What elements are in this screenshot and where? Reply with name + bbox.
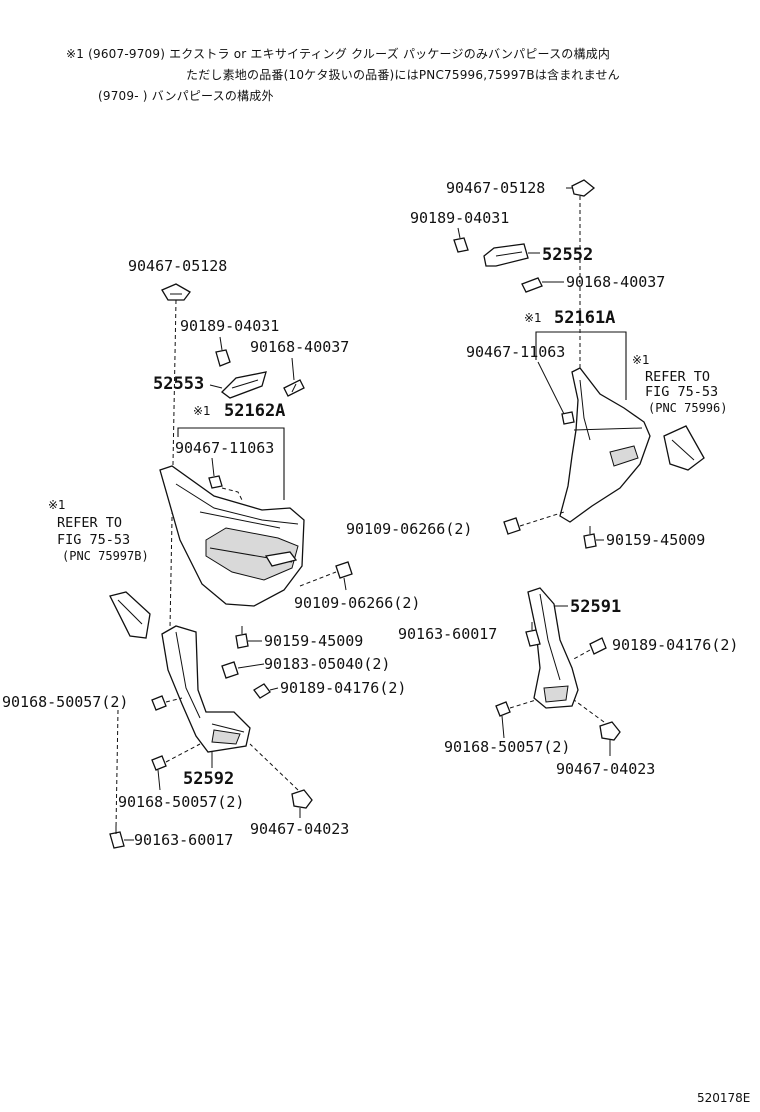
leader	[237, 663, 265, 669]
grommet-icon	[503, 517, 521, 535]
label-52162A: 52162A	[224, 401, 285, 421]
diagram-code: 520178E	[697, 1091, 750, 1105]
bumper-piece-left-icon	[109, 591, 151, 639]
leader-dashed	[571, 649, 591, 661]
label-90467-04023-right: 90467-04023	[556, 760, 655, 778]
leader	[219, 336, 223, 351]
leader	[157, 769, 161, 791]
clip-nut-icon	[571, 179, 596, 197]
label-52592: 52592	[183, 769, 234, 789]
label-90109-06266-right: 90109-06266(2)	[346, 520, 472, 538]
ref-left-line2: FIG 75-53	[57, 532, 130, 548]
bolt-icon	[109, 826, 125, 849]
clip-icon	[253, 683, 271, 699]
leader-dashed-left	[169, 299, 177, 629]
bracket-52162A	[177, 427, 285, 500]
ref-right-line2: FIG 75-53	[645, 384, 718, 400]
bumper-step-pad-icon	[483, 243, 529, 267]
leader-dashed	[165, 697, 183, 703]
label-90467-04023-left: 90467-04023	[250, 820, 349, 838]
screw-icon	[521, 277, 543, 293]
label-90168-50057-a: 90168-50057(2)	[2, 693, 128, 711]
label-90467-05128-left: 90467-05128	[128, 257, 227, 275]
label-90189-04031-left: 90189-04031	[180, 317, 279, 335]
label-90159-45009-left: 90159-45009	[264, 632, 363, 650]
label-90168-40037-left: 90168-40037	[250, 338, 349, 356]
clip-icon	[453, 237, 469, 253]
clip-nut-icon	[161, 283, 191, 301]
leader-dashed	[509, 699, 537, 709]
leader-dashed	[519, 511, 565, 527]
leader-dashed	[115, 709, 119, 829]
screw-icon	[151, 695, 167, 711]
leader	[211, 457, 215, 477]
label-90467-11063-left: 90467-11063	[175, 439, 274, 457]
ref-mark-left: ※1	[48, 498, 66, 512]
mark-52161A: ※1	[524, 311, 542, 325]
clip-icon	[561, 411, 575, 425]
leader	[291, 357, 295, 381]
screw-icon	[235, 626, 249, 649]
label-90109-06266-left: 90109-06266(2)	[294, 594, 420, 612]
label-90189-04176-left: 90189-04176(2)	[280, 679, 406, 697]
label-90189-04031-right: 90189-04031	[410, 209, 509, 227]
label-52552: 52552	[542, 245, 593, 265]
bracket-52161A	[535, 331, 627, 400]
label-90168-50057-right: 90168-50057(2)	[444, 738, 570, 756]
leader	[209, 384, 223, 389]
label-90168-40037-right: 90168-40037	[566, 273, 665, 291]
nut-icon	[291, 789, 313, 809]
ref-left-line1: REFER TO	[57, 515, 122, 531]
label-90467-05128-right: 90467-05128	[446, 179, 545, 197]
clip-icon	[208, 475, 223, 489]
grommet-icon	[335, 561, 353, 591]
leader	[537, 361, 565, 415]
label-90168-50057-b: 90168-50057(2)	[118, 793, 244, 811]
rear-bumper-cover-left-icon	[159, 465, 305, 607]
clip-icon	[221, 661, 239, 679]
label-90467-11063-right: 90467-11063	[466, 343, 565, 361]
bumper-step-pad-icon	[221, 371, 267, 399]
label-90163-60017-right: 90163-60017	[398, 625, 497, 643]
note-line-2: ただし素地の品番(10ケタ扱いの品番)にはPNC75996,75997Bは含まれ…	[186, 68, 620, 82]
leader-dashed	[249, 743, 299, 791]
mark-52162A: ※1	[193, 404, 211, 418]
bumper-piece-right-icon	[663, 425, 705, 471]
leader	[501, 715, 505, 739]
note-line-3: (9709- ) バンパピースの構成外	[98, 89, 274, 103]
ref-left-line3: (PNC 75997B)	[62, 549, 149, 563]
screw-icon	[283, 379, 305, 397]
screw-icon	[495, 701, 511, 717]
mud-guard-left-icon	[161, 625, 251, 753]
leader	[269, 687, 279, 691]
ref-right-line1: REFER TO	[645, 369, 710, 385]
bolt-icon	[525, 622, 541, 647]
leader-dashed	[573, 699, 605, 723]
nut-icon	[599, 721, 621, 741]
clip-icon	[215, 349, 231, 367]
label-90183-05040: 90183-05040(2)	[264, 655, 390, 673]
label-90159-45009-right: 90159-45009	[606, 531, 705, 549]
leader-dashed	[221, 487, 243, 501]
leader	[457, 227, 461, 239]
label-52553: 52553	[153, 374, 204, 394]
ref-right-line3: (PNC 75996)	[648, 401, 727, 415]
rear-bumper-cover-right-icon	[559, 367, 651, 523]
ref-mark-right: ※1	[632, 353, 650, 367]
leader-dashed	[165, 743, 201, 763]
mud-guard-right-icon	[527, 587, 579, 709]
label-90189-04176-right: 90189-04176(2)	[612, 636, 738, 654]
label-52591: 52591	[570, 597, 621, 617]
leader-dashed	[299, 571, 337, 587]
screw-icon	[151, 755, 167, 771]
clip-icon	[589, 637, 607, 655]
label-52161A: 52161A	[554, 308, 615, 328]
label-90163-60017-left: 90163-60017	[134, 831, 233, 849]
note-line-1: ※1 (9607-9709) エクストラ or エキサイティング クルーズ パッ…	[66, 47, 611, 61]
screw-icon	[583, 526, 597, 549]
